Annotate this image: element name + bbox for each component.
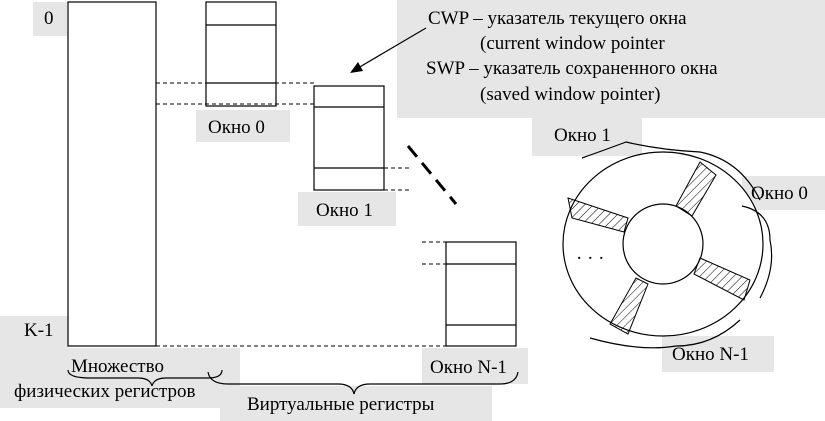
window0-label-bg [196, 110, 290, 142]
virtual-brace [207, 371, 519, 395]
window0-label: Окно 0 [208, 117, 265, 138]
physical-label-1: Множество [71, 356, 164, 377]
ring-wn-label: Окно N-1 [672, 344, 749, 365]
ring-segment-1 [675, 161, 717, 217]
window1-label-bg [298, 192, 396, 226]
legend-bg [397, 0, 825, 118]
top-index-label: 0 [44, 8, 54, 29]
window0-block [205, 1, 277, 107]
ring-w1-bg [532, 118, 642, 156]
windowN-label: Окно N-1 [430, 357, 507, 378]
ring-wn-outline [589, 319, 741, 349]
window1-block [313, 85, 385, 191]
physical-brace [67, 369, 223, 387]
bottom-index-label: K-1 [24, 320, 54, 341]
ring-inner [622, 203, 704, 285]
physical-label-2: физических регистров [14, 381, 196, 402]
windowN-label-bg [422, 348, 528, 384]
ring-ellipsis: · · · [576, 248, 604, 269]
ring-w1-outline [581, 141, 761, 201]
legend-cwp-en: (current window pointer [480, 33, 665, 54]
ring-w0-label: Окно 0 [751, 183, 808, 204]
cwp-arrow-line [357, 27, 427, 69]
ring-w0-outline [741, 205, 773, 299]
virtual-label-bg [220, 386, 492, 421]
ring-segment-2 [567, 197, 629, 233]
legend-swp: SWP – указатель сохраненного окна [426, 58, 718, 79]
physical-register-block [67, 1, 157, 347]
virtual-label: Виртуальные регистры [247, 394, 435, 415]
ring-segment-4 [693, 257, 751, 301]
bottom-index-bg [0, 316, 68, 348]
legend-cwp: CWP – указатель текущего окна [428, 8, 687, 29]
ring-w1-label: Окно 1 [554, 125, 611, 146]
ring-segment-3 [609, 277, 649, 335]
ring-wn-bg [662, 336, 774, 372]
legend-swp-en: (saved window pointer) [480, 84, 660, 105]
windowN-block [445, 241, 517, 347]
continuation-dashes [406, 145, 458, 205]
cwp-arrowhead [350, 62, 363, 73]
window1-label: Окно 1 [316, 200, 373, 221]
top-index-bg [33, 2, 67, 36]
